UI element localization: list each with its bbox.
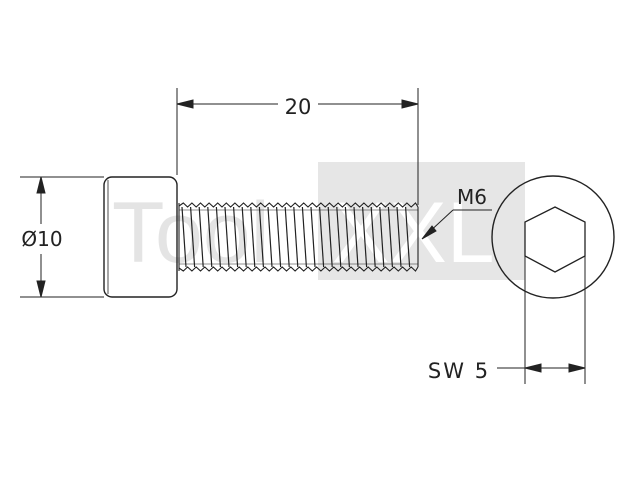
diameter-dimension <box>20 176 104 298</box>
head-end-view <box>491 175 615 299</box>
thread-line <box>284 206 290 268</box>
thread-leader-arrow <box>421 225 437 240</box>
wrench-arrow-right <box>568 363 586 373</box>
watermark: Tool XXL <box>112 162 525 281</box>
thread-label: M6 <box>457 185 487 209</box>
thread-line <box>207 206 213 268</box>
thread-line <box>319 206 325 268</box>
thread-line <box>181 206 187 268</box>
thread-crest-bottom <box>178 266 419 272</box>
thread-line <box>405 206 411 268</box>
thread-line <box>370 206 376 268</box>
watermark-box <box>318 162 525 280</box>
wrench-size-label: SW 5 <box>428 359 490 383</box>
thread-line <box>241 206 247 268</box>
threaded-shank <box>178 202 419 272</box>
hex-socket-icon <box>524 206 586 273</box>
thread-line <box>344 206 350 268</box>
thread-line <box>353 206 359 268</box>
thread-line <box>387 206 393 268</box>
diameter-arrow-top <box>36 176 46 194</box>
thread-line <box>267 206 273 268</box>
watermark-right-glyphs: XXL <box>332 185 495 281</box>
thread-line <box>250 206 256 268</box>
wrench-size-dimension <box>497 256 586 384</box>
diameter-label: Ø10 <box>21 227 62 251</box>
thread-line <box>224 206 230 268</box>
thread-callout <box>421 209 492 240</box>
thread-line <box>301 206 307 268</box>
thread-line <box>258 206 264 268</box>
thread-line <box>293 206 299 268</box>
length-label: 20 <box>285 95 312 119</box>
thread-line <box>336 206 342 268</box>
thread-line <box>276 206 282 268</box>
thread-line <box>190 206 196 268</box>
thread-line <box>233 206 239 268</box>
wrench-arrow-left <box>524 363 542 373</box>
thread-line <box>198 206 204 268</box>
thread-line <box>310 206 316 268</box>
head-end-view-circle <box>491 175 615 299</box>
thread-line <box>327 206 333 268</box>
thread-line <box>379 206 385 268</box>
thread-line <box>396 206 402 268</box>
length-arrow-left <box>176 99 194 109</box>
thread-line <box>362 206 368 268</box>
thread-line <box>215 206 221 268</box>
length-arrow-right <box>401 99 419 109</box>
diameter-arrow-bottom <box>36 280 46 298</box>
screw-head <box>103 176 178 298</box>
length-dimension <box>176 88 419 205</box>
thread-crest-top <box>178 202 419 208</box>
